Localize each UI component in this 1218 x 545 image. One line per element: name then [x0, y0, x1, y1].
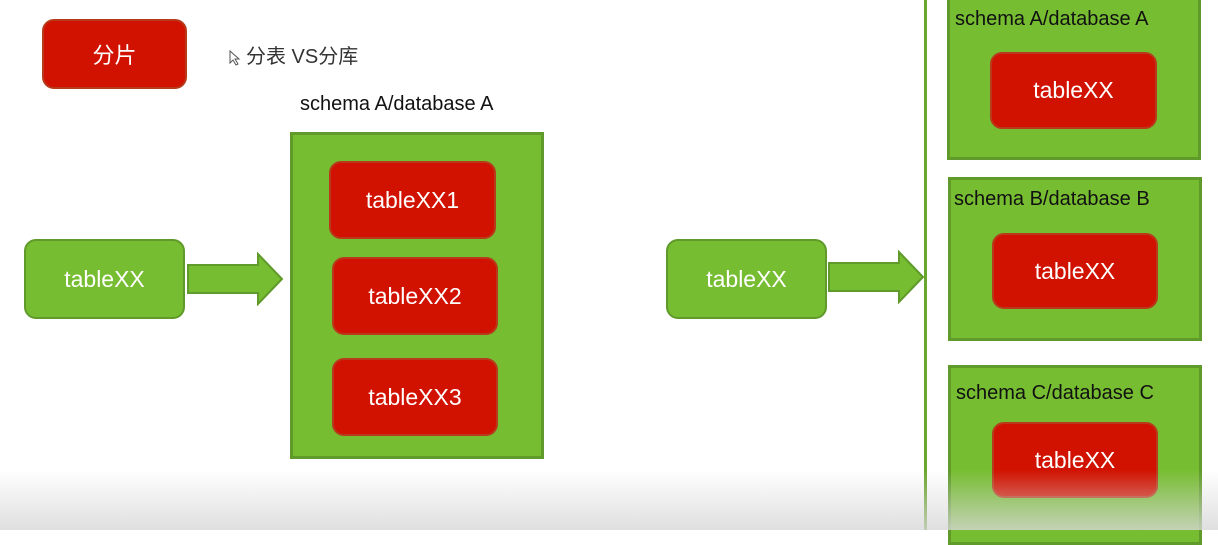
schema-label-c: schema C/database C: [956, 382, 1154, 404]
divider-line: [924, 0, 927, 530]
schema-label-left: schema A/database A: [300, 93, 494, 115]
table-a: tableXX: [990, 52, 1157, 129]
schema-label-b: schema B/database B: [954, 188, 1150, 210]
table-b: tableXX: [992, 233, 1158, 309]
shard-table-3: tableXX3: [332, 358, 498, 436]
table-c: tableXX: [992, 422, 1158, 498]
sharding-badge: 分片: [42, 19, 187, 89]
slide-title: 分表 VS分库: [246, 46, 359, 68]
arrow-right-icon: [187, 252, 284, 306]
source-table-right: tableXX: [666, 239, 827, 319]
source-table-left: tableXX: [24, 239, 185, 319]
shard-table-2: tableXX2: [332, 257, 498, 335]
schema-label-a: schema A/database A: [955, 8, 1149, 30]
arrow-right-icon: [828, 250, 925, 304]
shard-table-1: tableXX1: [329, 161, 496, 239]
mouse-cursor-icon: [229, 50, 241, 66]
